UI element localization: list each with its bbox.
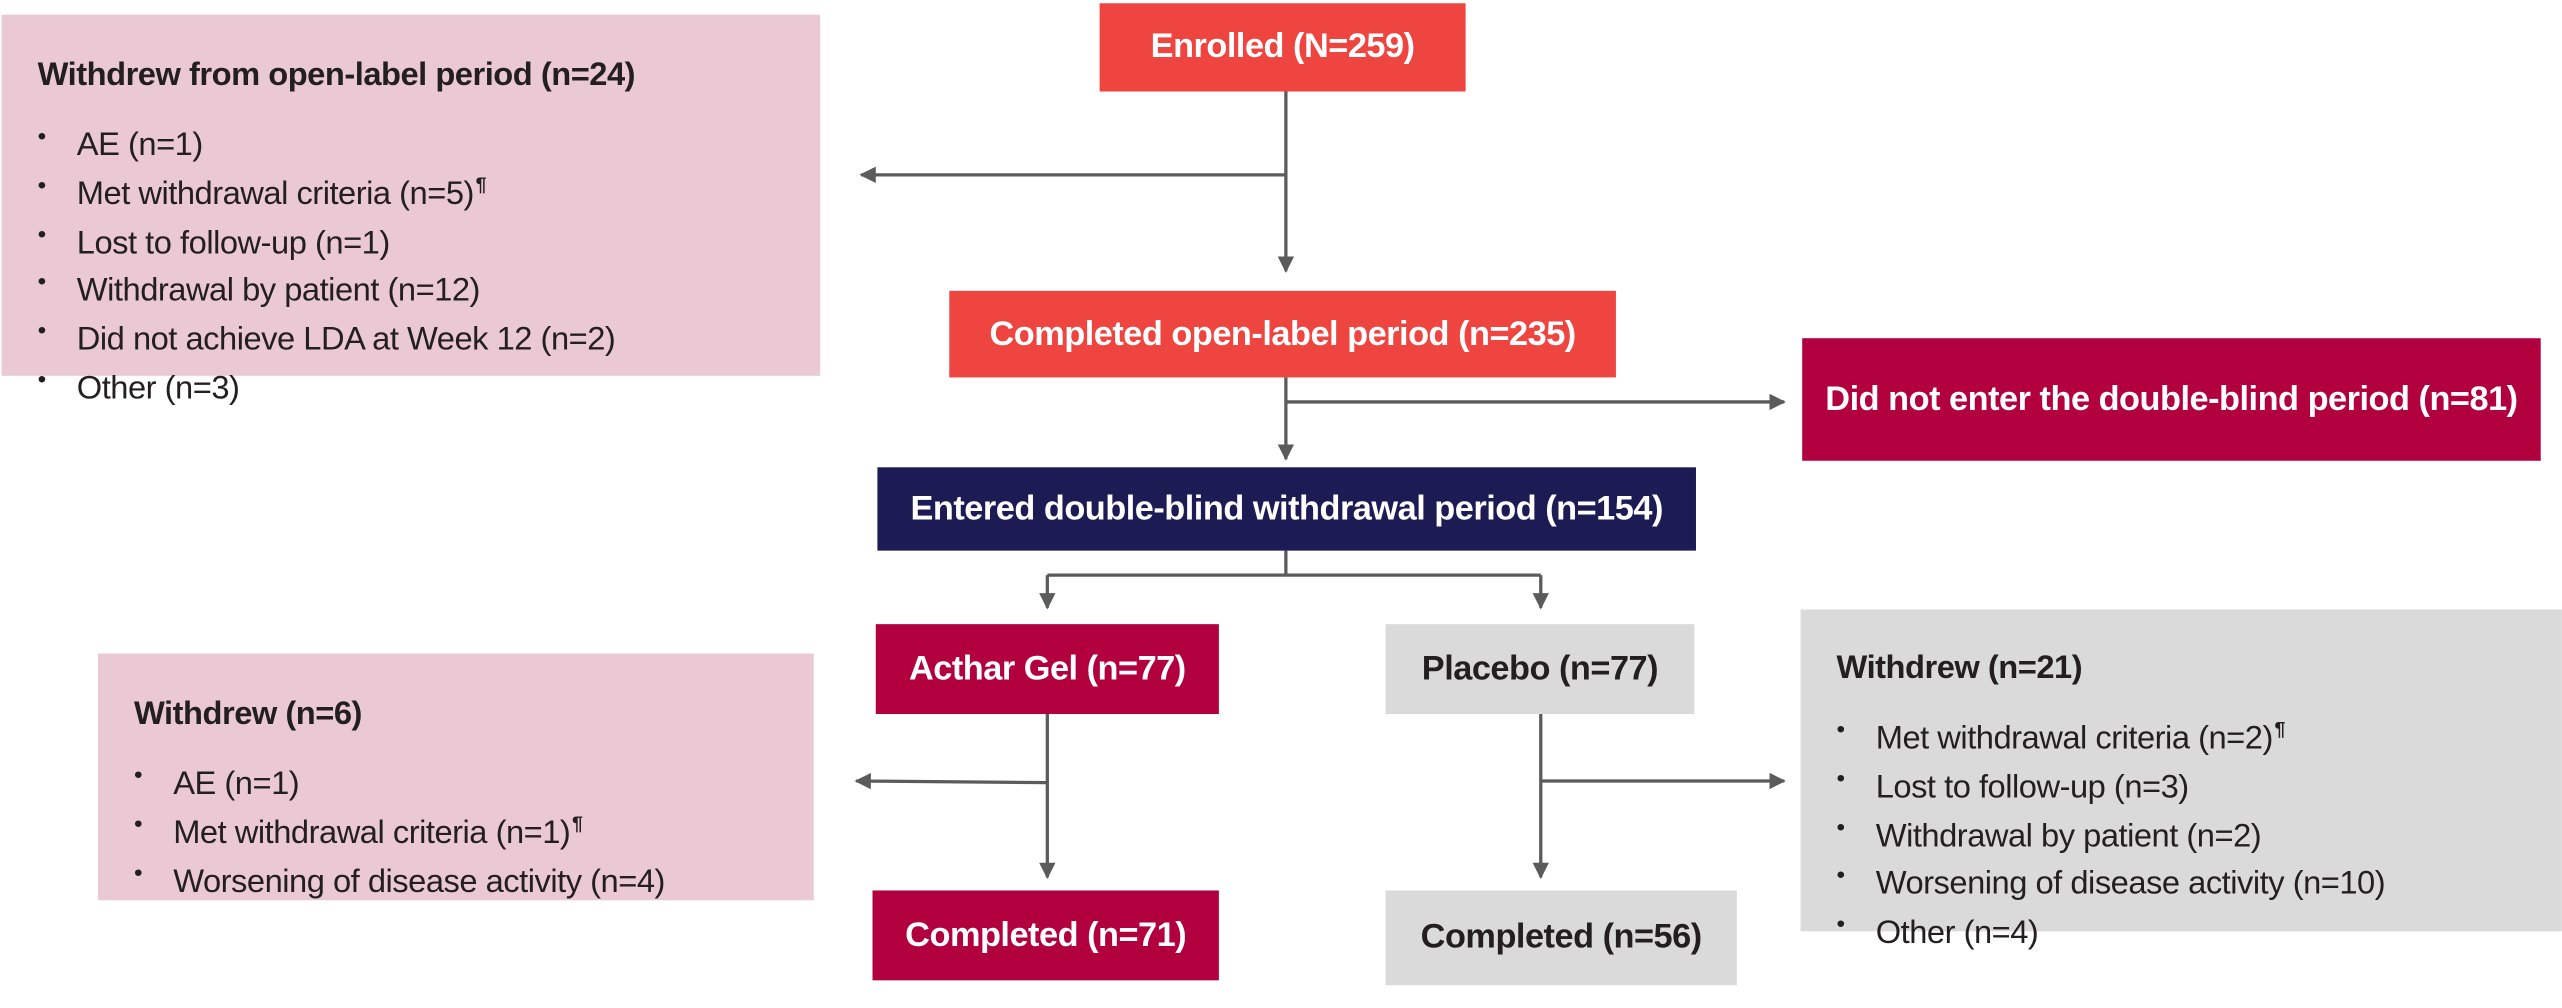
- list-item: Met withdrawal criteria (n=1)¶: [134, 805, 814, 854]
- list-item: AE (n=1): [38, 118, 821, 167]
- list-item: Met withdrawal criteria (n=2)¶: [1837, 711, 2562, 760]
- placebo-completed-label: Completed (n=56): [1420, 918, 1702, 956]
- list-item: Worsening of disease activity (n=10): [1837, 857, 2562, 906]
- did-not-enter-label: Did not enter the double-blind period (n…: [1825, 379, 2518, 418]
- completed-open-label-box: Completed open-label period (n=235): [949, 290, 1616, 378]
- placebo-label: Placebo (n=77): [1421, 649, 1659, 688]
- entered-double-blind-label: Entered double-blind withdrawal period (…: [910, 489, 1663, 527]
- did-not-enter-box: Did not enter the double-blind period (n…: [1802, 338, 2541, 461]
- list-item: Withdrawal by patient (n=12): [38, 264, 821, 313]
- withdrew-open-label-title: Withdrew from open-label period (n=24): [37, 57, 636, 94]
- list-item: Lost to follow-up (n=3): [1837, 759, 2562, 808]
- completed-open-label-label: Completed open-label period (n=235): [989, 314, 1576, 353]
- list-item: Other (n=4): [1837, 905, 2562, 954]
- withdrew-open-label-panel: Withdrew from open-label period (n=24) A…: [1, 14, 821, 407]
- list-item: Other (n=3): [38, 361, 821, 410]
- entered-double-blind-box: Entered double-blind withdrawal period (…: [877, 467, 1696, 551]
- enrolled-label: Enrolled (N=259): [1150, 27, 1415, 66]
- placebo-box: Placebo (n=77): [1385, 624, 1695, 715]
- list-item: Lost to follow-up (n=1): [38, 215, 821, 264]
- list-item: Did not achieve LDA at Week 12 (n=2): [38, 312, 821, 361]
- acthar-completed-box: Completed (n=71): [872, 890, 1219, 981]
- list-item: Worsening of disease activity (n=4): [134, 854, 814, 903]
- withdrew-acthar-title: Withdrew (n=6): [133, 696, 362, 732]
- withdrew-placebo-panel: Withdrew (n=21) Met withdrawal criteria …: [1800, 609, 2562, 951]
- withdrew-placebo-title: Withdrew (n=21): [1836, 650, 2083, 687]
- withdrew-acthar-panel: Withdrew (n=6) AE (n=1) Met withdrawal c…: [98, 653, 814, 903]
- arrow-to-withdrew-acthar: [854, 772, 1048, 790]
- acthar-gel-box: Acthar Gel (n=77): [875, 624, 1219, 715]
- placebo-completed-box: Completed (n=56): [1385, 890, 1737, 986]
- enrolled-box: Enrolled (N=259): [1099, 3, 1466, 92]
- list-item: AE (n=1): [134, 756, 814, 805]
- list-item: Met withdrawal criteria (n=5)¶: [38, 166, 821, 215]
- acthar-gel-label: Acthar Gel (n=77): [908, 649, 1186, 688]
- list-item: Withdrawal by patient (n=2): [1837, 808, 2562, 857]
- acthar-completed-label: Completed (n=71): [905, 915, 1187, 954]
